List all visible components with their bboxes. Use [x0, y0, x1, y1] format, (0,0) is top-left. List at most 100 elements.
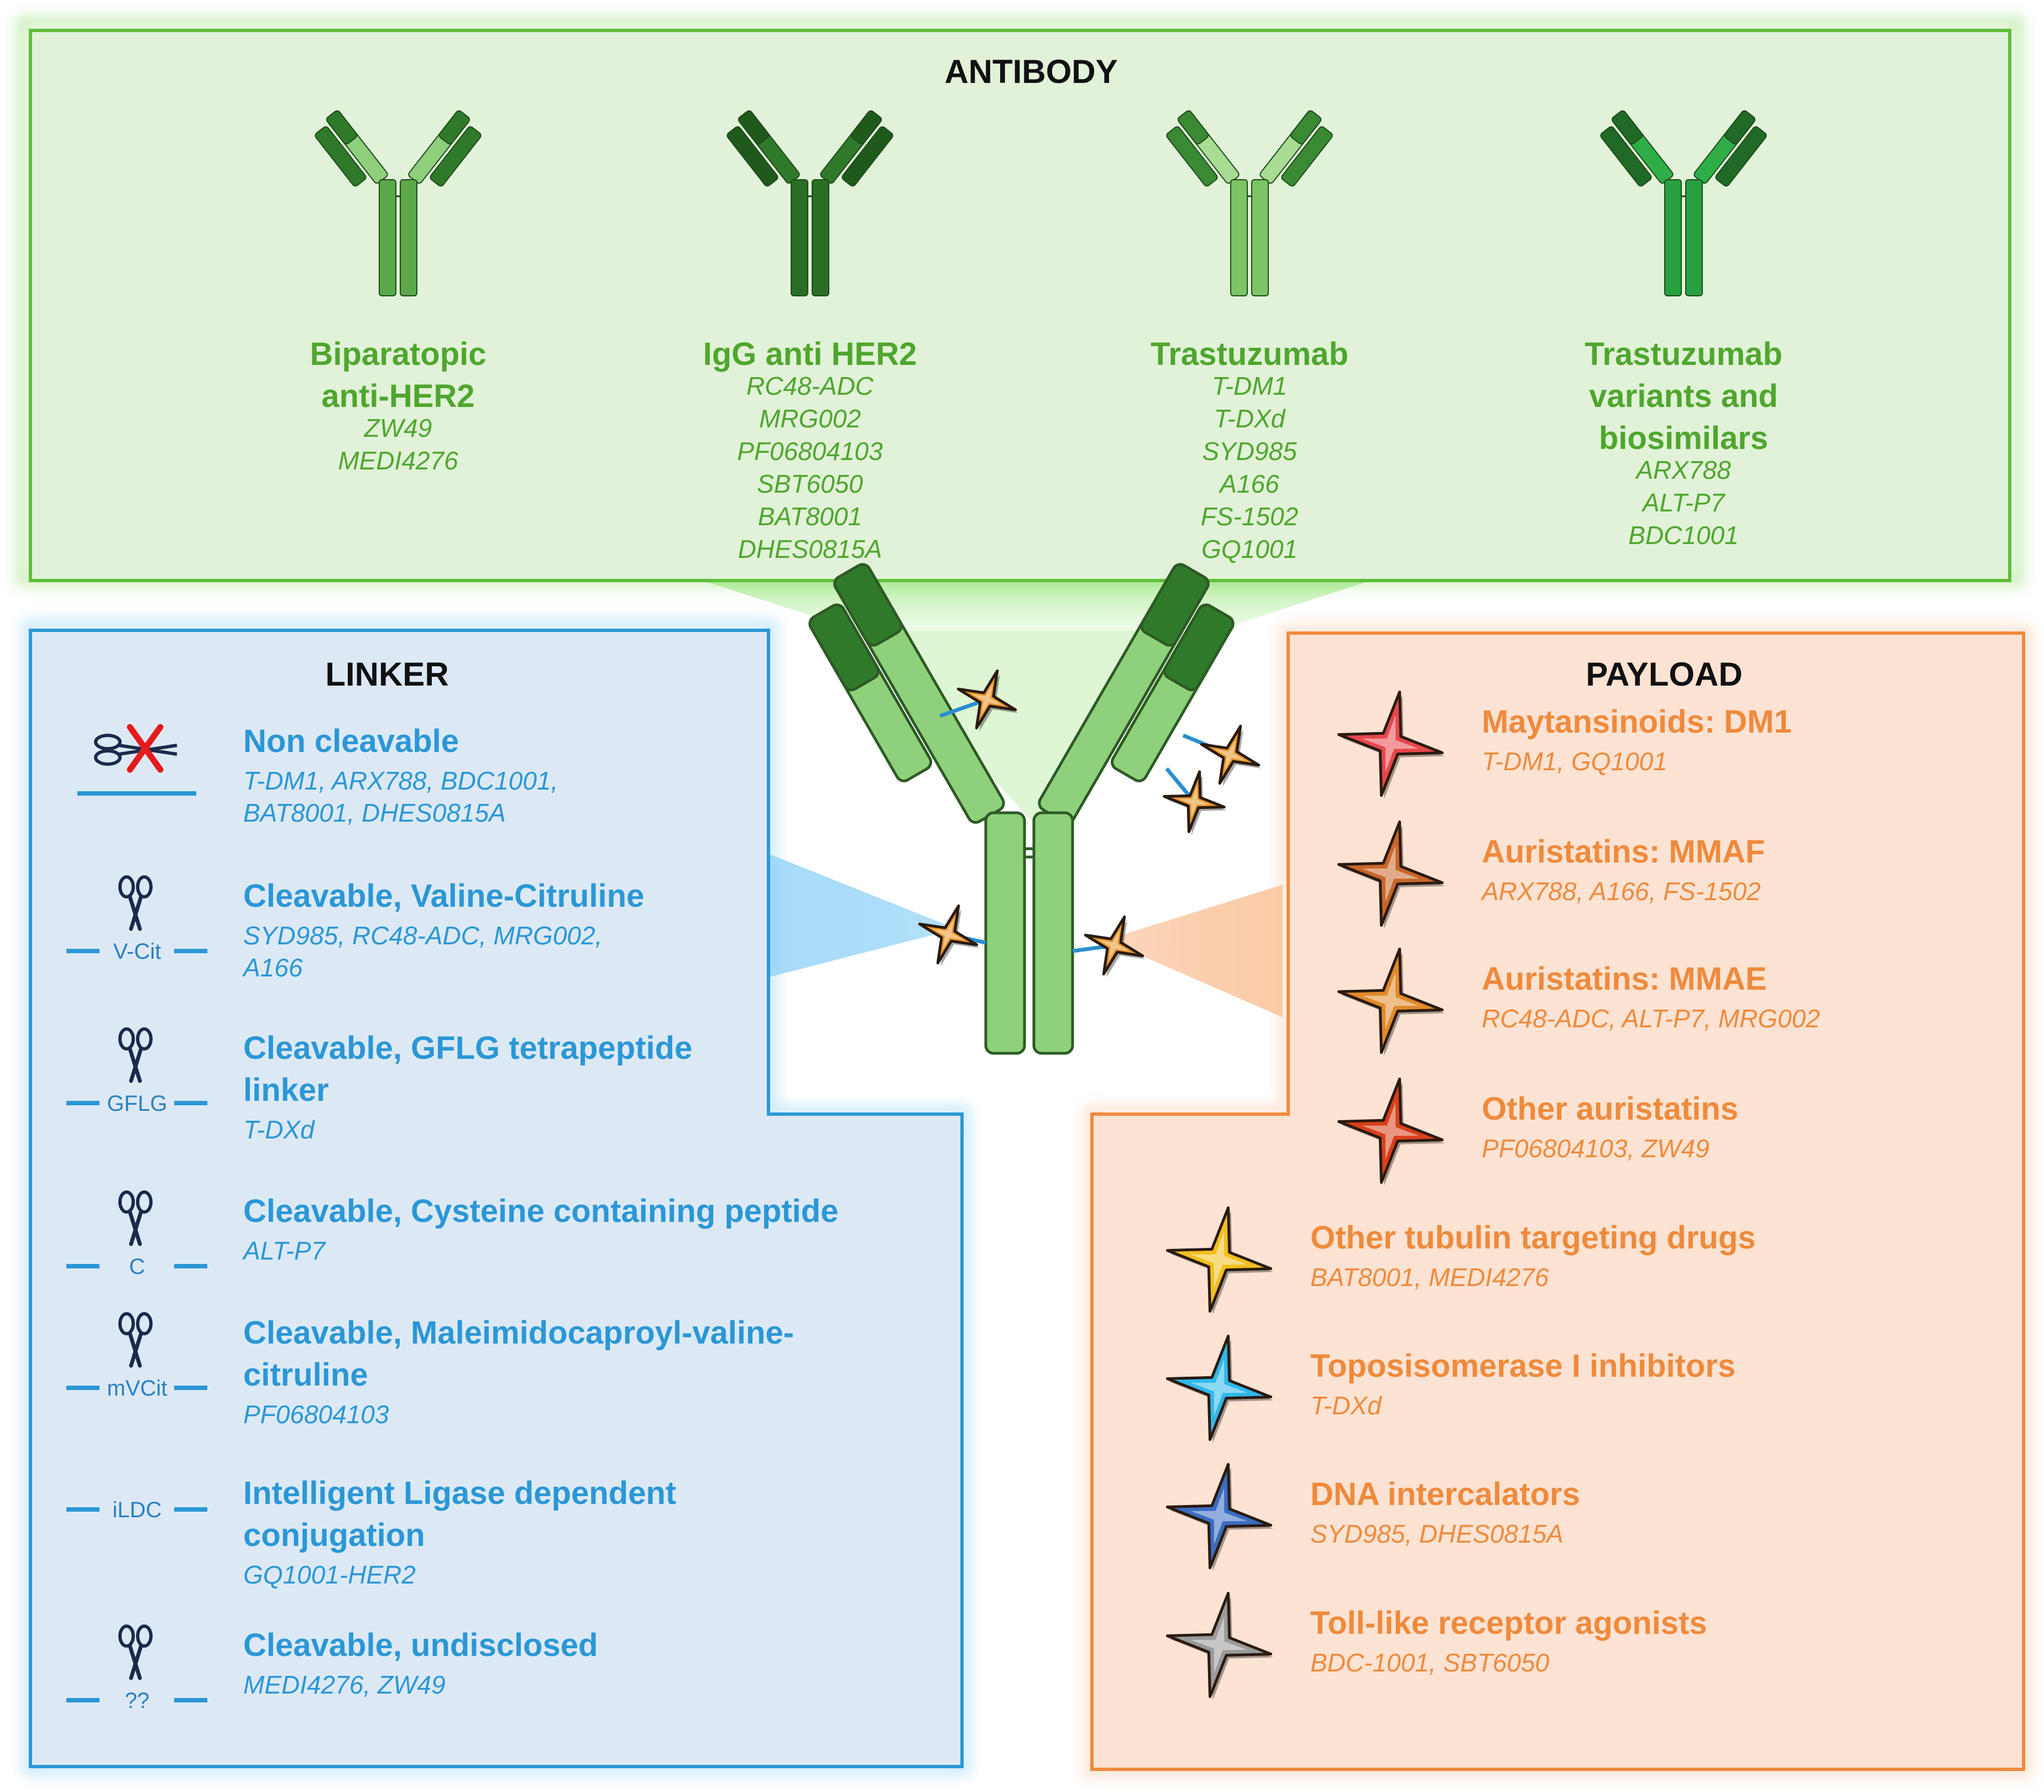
- linker-item: mVCit Cleavable, Maleimidocaproyl-valine-…: [66, 1312, 794, 1429]
- linker-name: Intelligent Ligase dependent: [243, 1475, 676, 1511]
- linker-examples: SYD985, RC48-ADC, MRG002,: [243, 921, 602, 950]
- linker-code: ??: [125, 1689, 150, 1713]
- antibody-icon: [726, 110, 893, 296]
- antibody-icon: [1600, 110, 1767, 296]
- antibody-panel-box: [29, 29, 2011, 582]
- payload-star-icon: [1163, 770, 1227, 835]
- scissors-crossed-out-icon: [94, 724, 177, 773]
- payload-panel: PAYLOAD: [1084, 625, 2032, 1778]
- linker-title: LINKER: [325, 656, 448, 693]
- payload-connector-cone: [1106, 885, 1283, 1017]
- antibody-group-example: T-DXd: [1214, 404, 1286, 433]
- antibody-group-example: RC48-ADC: [746, 372, 874, 400]
- antibody-title: ANTIBODY: [944, 53, 1117, 90]
- linker-examples: ALT-P7: [242, 1236, 326, 1265]
- payload-star-icon: [1084, 915, 1146, 978]
- payload-star-icon: [1337, 820, 1445, 929]
- linker-code: GFLG: [107, 1091, 168, 1116]
- payload-panel-box: [1090, 631, 2025, 1771]
- payload-examples: BAT8001, MEDI4276: [1310, 1263, 1549, 1292]
- antibody-icon: [315, 110, 482, 296]
- antibody-panel: ANTIBODY: [16, 16, 2024, 587]
- antibody-group-example: MRG002: [759, 404, 861, 433]
- antibody-icon: [1166, 110, 1333, 296]
- payload-star-icon: [1337, 1077, 1445, 1186]
- payload-name: Maytansinoids: DM1: [1482, 704, 1792, 740]
- antibody-group-example: T-DM1: [1212, 372, 1287, 400]
- payload-name: DNA intercalators: [1310, 1476, 1580, 1512]
- linker-code: V-Cit: [113, 939, 161, 964]
- scissors-icon: [118, 1624, 153, 1680]
- antibody-connector-cone: [702, 581, 1371, 630]
- payload-star-icon: [956, 669, 1018, 732]
- linker-examples: T-DM1, ARX788, BDC1001,: [243, 766, 558, 795]
- linker-name: Cleavable, undisclosed: [243, 1627, 598, 1663]
- payload-star-icon: [1337, 947, 1445, 1056]
- linker-panel-box: [29, 629, 964, 1768]
- antibody-group-name: variants and: [1589, 378, 1778, 414]
- payload-title: PAYLOAD: [1586, 656, 1742, 693]
- antibody-group-example: BAT8001: [758, 502, 862, 531]
- adc-stem-right: [1032, 811, 1074, 1055]
- payload-examples: BDC-1001, SBT6050: [1310, 1648, 1550, 1677]
- linker-name: Cleavable, Maleimidocaproyl-valine-: [243, 1315, 794, 1351]
- linker-name: linker: [243, 1072, 329, 1108]
- adc-stem-left: [984, 811, 1026, 1055]
- antibody-group-example: DHES0815A: [738, 535, 882, 563]
- central-adc-antibody: [808, 563, 1262, 1055]
- antibody-group: IgG anti HER2RC48-ADCMRG002PF06804103SBT…: [703, 110, 917, 563]
- payload-name: Other auristatins: [1482, 1091, 1738, 1127]
- antibody-group-name: anti-HER2: [321, 378, 474, 414]
- linker-code: C: [129, 1255, 145, 1279]
- linker-examples: A166: [242, 953, 303, 982]
- linker-examples: PF06804103: [243, 1400, 389, 1429]
- payload-examples: T-DM1, GQ1001: [1482, 747, 1667, 776]
- scissors-icon: [118, 1190, 153, 1246]
- linker-connector-cone: [763, 851, 956, 979]
- linker-name: Cleavable, Valine-Citruline: [243, 878, 644, 914]
- payload-star-icon: [918, 904, 980, 966]
- antibody-group-name: Trastuzumab: [1585, 336, 1782, 372]
- antibody-group-name: biosimilars: [1599, 420, 1768, 456]
- antibody-group-name: Trastuzumab: [1151, 336, 1348, 372]
- linker-examples: GQ1001-HER2: [243, 1560, 416, 1589]
- payload-name: Toll-like receptor agonists: [1310, 1605, 1707, 1641]
- linker-panel: LINKER: [22, 619, 970, 1775]
- payload-examples: T-DXd: [1310, 1391, 1382, 1420]
- payload-item: Auristatins: MMAF ARX788, A166, FS-1502: [1337, 820, 1765, 929]
- linker-name: Cleavable, GFLG tetrapeptide: [243, 1030, 692, 1066]
- payload-examples: ARX788, A166, FS-1502: [1480, 877, 1761, 906]
- linker-examples: MEDI4276, ZW49: [243, 1670, 446, 1699]
- payload-examples: PF06804103, ZW49: [1482, 1134, 1710, 1163]
- antibody-group-example: PF06804103: [737, 437, 883, 466]
- payload-name: Toposisomerase I inhibitors: [1310, 1348, 1735, 1384]
- payload-star-icon: [1200, 724, 1262, 787]
- linker-examples: BAT8001, DHES0815A: [243, 798, 506, 827]
- scissors-icon: [118, 1027, 153, 1083]
- payload-name: Other tubulin targeting drugs: [1310, 1220, 1756, 1256]
- payload-star-icon: [1165, 1591, 1274, 1700]
- antibody-group-name: Biparatopic: [310, 336, 486, 372]
- payload-examples: RC48-ADC, ALT-P7, MRG002: [1482, 1004, 1820, 1033]
- payload-star-icon: [1165, 1462, 1274, 1571]
- antibody-group-name: IgG anti HER2: [703, 336, 917, 372]
- antibody-group-example: ARX788: [1634, 456, 1731, 484]
- antibody-group-example: A166: [1218, 469, 1279, 498]
- antibody-group-example: FS-1502: [1201, 502, 1298, 531]
- payload-name: Auristatins: MMAF: [1482, 834, 1765, 870]
- linker-code: mVCit: [107, 1376, 168, 1401]
